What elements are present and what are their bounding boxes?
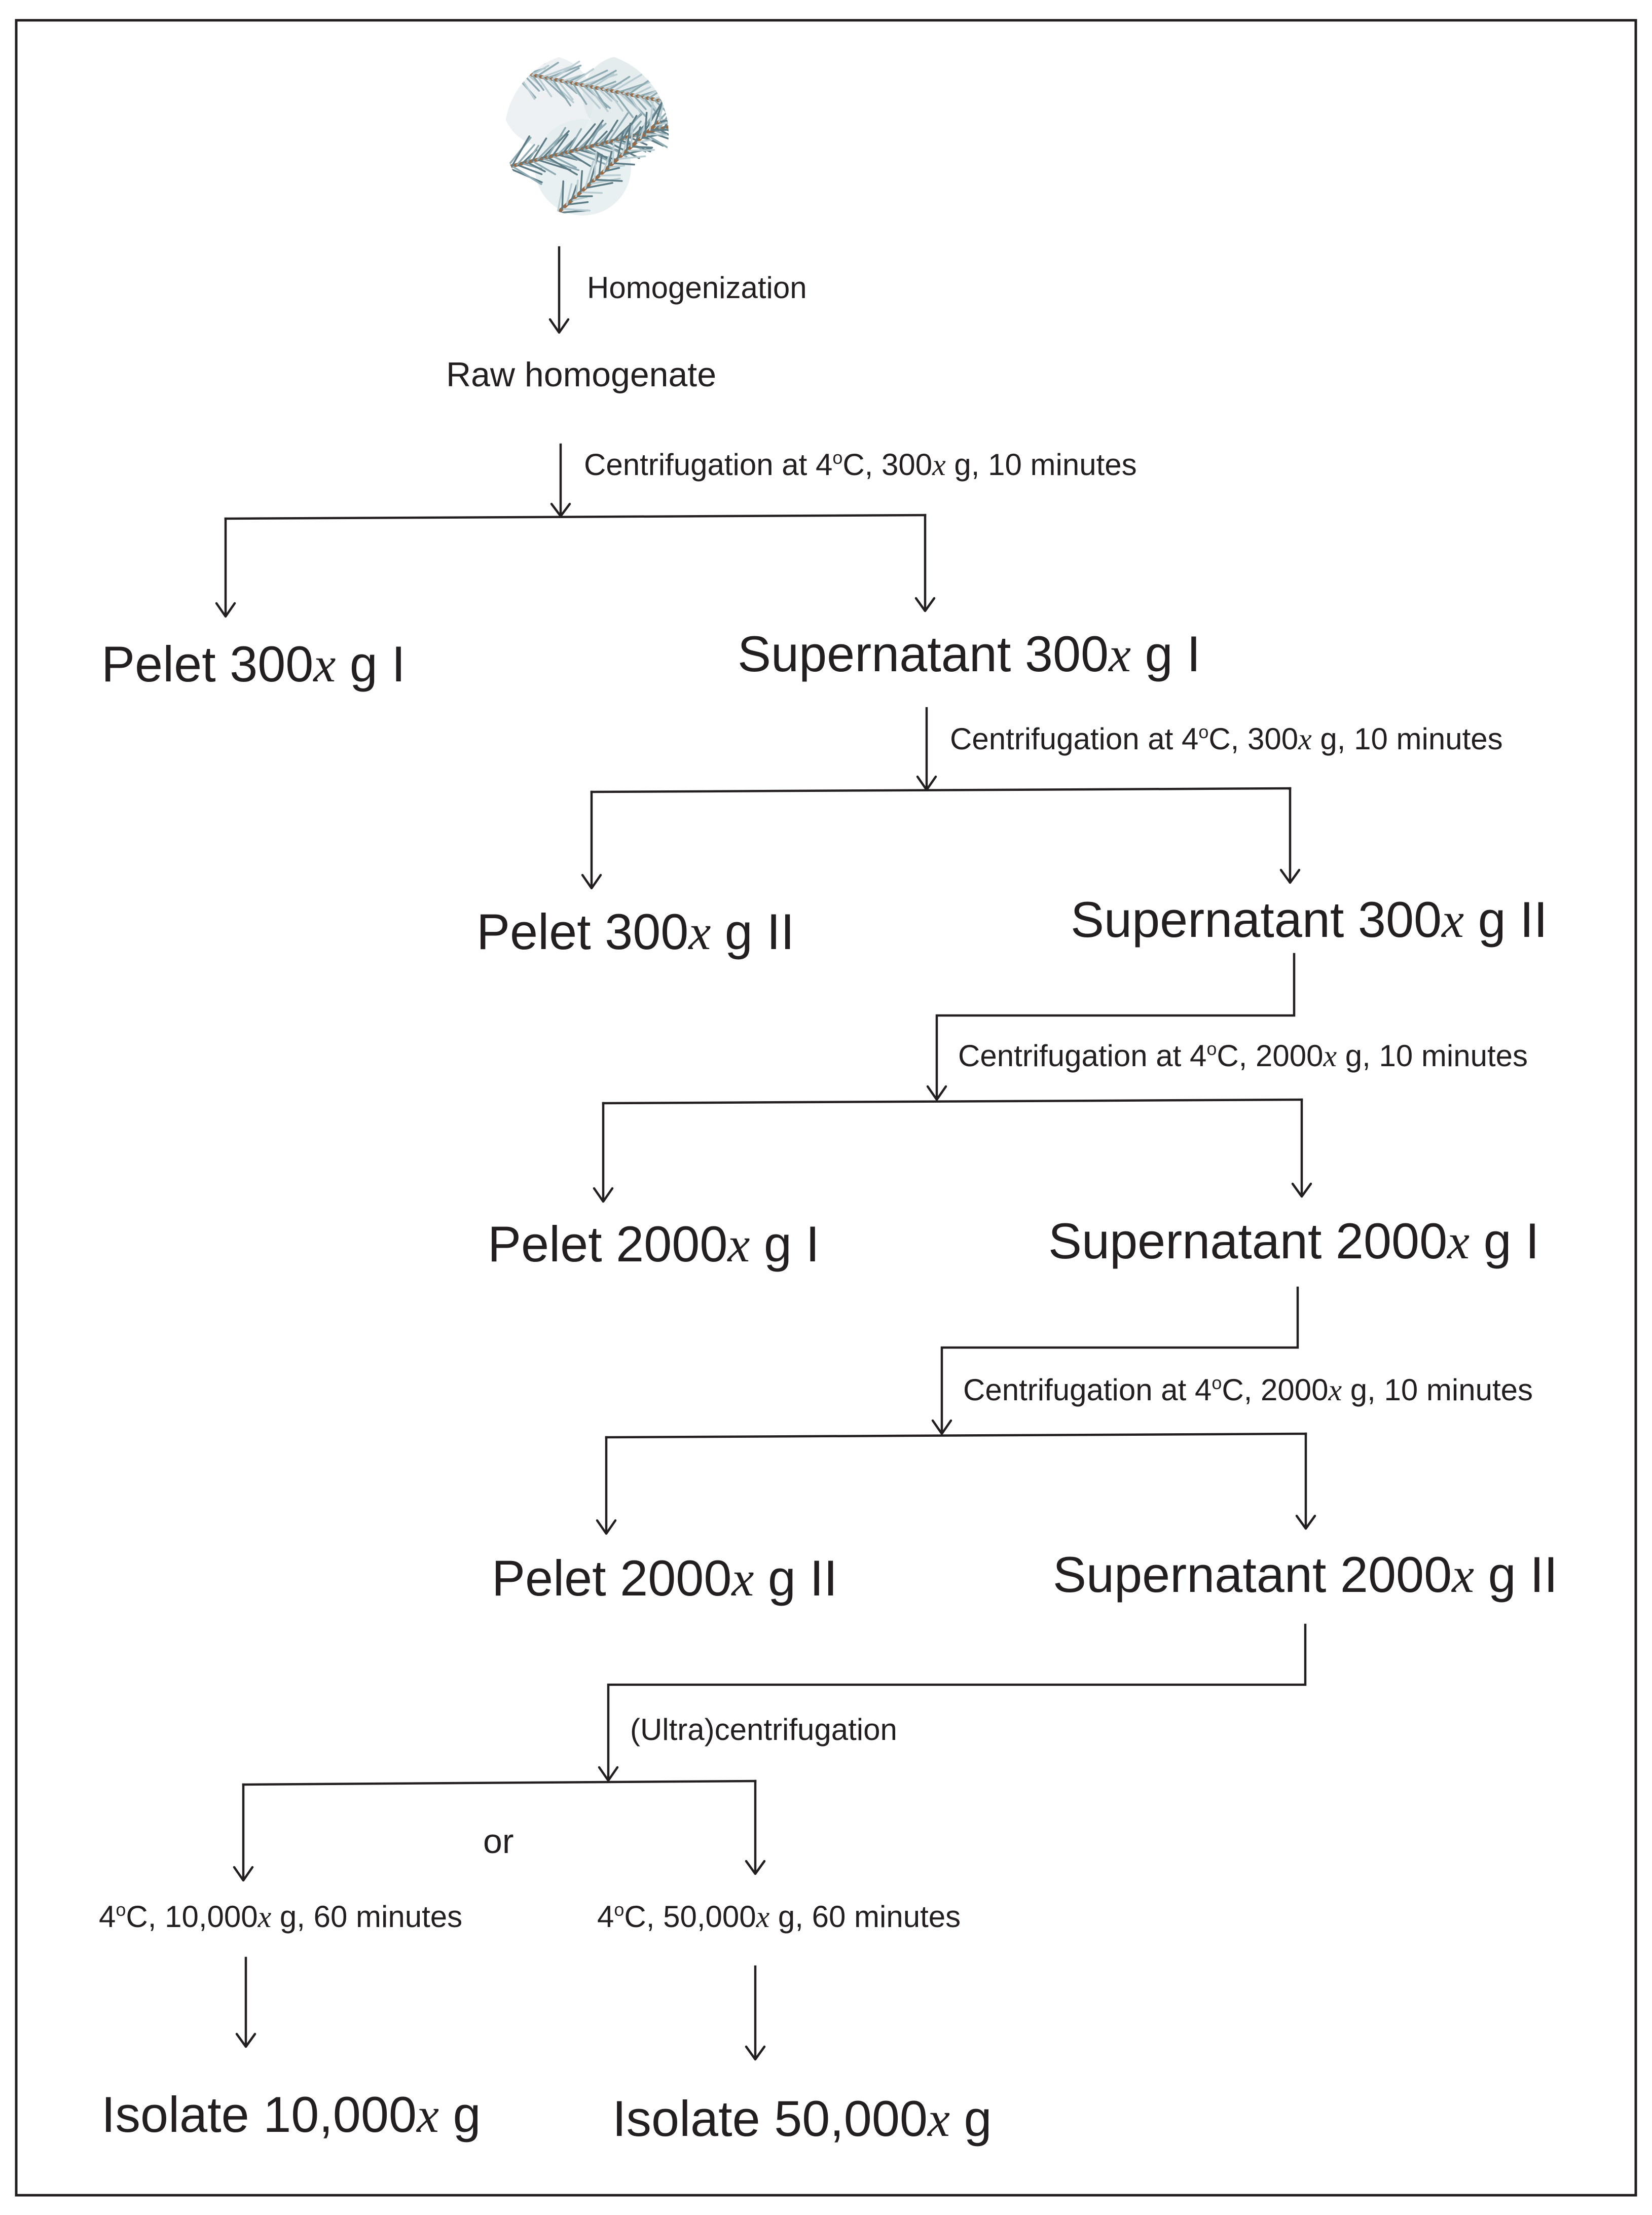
condition-10000: 4oC, 10,000x g, 60 minutes xyxy=(99,1899,462,1934)
isolate-50000: Isolate 50,000x g xyxy=(612,2090,992,2147)
spruce-branch-image xyxy=(504,52,669,216)
supernatant-2000-i: Supernatant 2000x g I xyxy=(1048,1213,1539,1269)
isolate-10000: Isolate 10,000x g xyxy=(101,2086,481,2143)
figure-frame xyxy=(15,19,1637,2197)
pelet-2000-ii: Pelet 2000x g II xyxy=(492,1550,837,1607)
branch-connector-5 xyxy=(233,1623,1307,1882)
condition-50000: 4oC, 50,000x g, 60 minutes xyxy=(597,1899,961,1934)
pelet-2000-i: Pelet 2000x g I xyxy=(488,1216,820,1273)
centrifugation-step-4: Centrifugation at 4oC, 2000x g, 10 minut… xyxy=(963,1372,1533,1407)
arrow-to-isolate-50000 xyxy=(745,1965,766,2061)
or-label: or xyxy=(483,1822,513,1861)
branch-connector-3 xyxy=(593,953,1312,1203)
ultracentrifugation-label: (Ultra)centrifugation xyxy=(630,1713,897,1747)
centrifugation-step-1: Centrifugation at 4oC, 300x g, 10 minute… xyxy=(584,447,1137,482)
supernatant-300-i: Supernatant 300x g I xyxy=(738,626,1201,682)
supernatant-300-ii: Supernatant 300x g II xyxy=(1071,891,1548,948)
branch-connector-1 xyxy=(215,443,936,618)
pelet-300-ii: Pelet 300x g II xyxy=(476,903,794,960)
branch-connector-2 xyxy=(581,707,1301,890)
raw-homogenate: Raw homogenate xyxy=(446,355,716,394)
arrow-to-isolate-10000 xyxy=(235,1956,256,2048)
centrifugation-step-2: Centrifugation at 4oC, 300x g, 10 minute… xyxy=(950,721,1503,756)
homogenization-label: Homogenization xyxy=(587,271,807,305)
centrifugation-step-3: Centrifugation at 4oC, 2000x g, 10 minut… xyxy=(958,1038,1528,1073)
pelet-300-i: Pelet 300x g I xyxy=(101,636,406,693)
branch-connector-4 xyxy=(596,1286,1316,1535)
supernatant-2000-ii: Supernatant 2000x g II xyxy=(1053,1546,1558,1603)
arrow-homogenization xyxy=(548,246,570,334)
